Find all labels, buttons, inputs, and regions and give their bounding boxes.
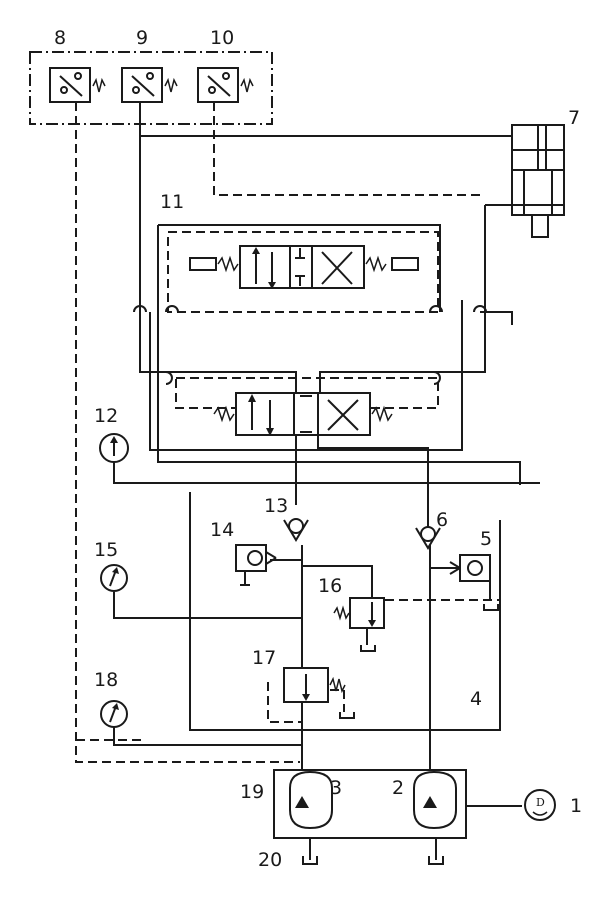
sequence-valve-16 xyxy=(333,597,385,652)
electric-motor-1 xyxy=(524,789,556,821)
pilot-valve-10 xyxy=(197,67,254,103)
label-15: 15 xyxy=(94,539,118,561)
pressure-gauge-18 xyxy=(100,700,128,728)
pilot-lines xyxy=(75,102,501,763)
label-13: 13 xyxy=(264,495,288,517)
label-12: 12 xyxy=(94,405,118,427)
label-1: 1 xyxy=(570,795,582,817)
label-2: 2 xyxy=(392,777,404,799)
label-18: 18 xyxy=(94,669,118,691)
label-6: 6 xyxy=(436,509,448,531)
relief-valve-14 xyxy=(235,544,277,586)
solenoid-directional-valve-11 xyxy=(167,231,439,313)
pilot-valve-9 xyxy=(121,67,178,103)
pump-3 xyxy=(289,770,333,830)
label-5: 5 xyxy=(480,528,492,550)
motor-symbol: D xyxy=(536,796,545,809)
main-directional-valve xyxy=(175,377,439,436)
label-16: 16 xyxy=(318,575,342,597)
label-7: 7 xyxy=(568,107,580,129)
label-8: 8 xyxy=(54,27,66,49)
pressure-gauge-15 xyxy=(100,564,128,592)
pilot-valve-enclosure xyxy=(29,51,273,125)
valve-17 xyxy=(283,667,355,719)
label-14: 14 xyxy=(210,519,234,541)
pressure-gauge-12 xyxy=(99,433,129,463)
label-19: 19 xyxy=(240,781,264,803)
valve-11-pilot-frame xyxy=(167,231,439,313)
pilot-valve-group xyxy=(29,51,273,125)
relief-valve-5 xyxy=(449,554,499,611)
pilot-valve-8 xyxy=(49,67,106,103)
pump-2 xyxy=(413,770,457,830)
check-valve-6 xyxy=(415,526,441,550)
label-9: 9 xyxy=(136,27,148,49)
label-3: 3 xyxy=(330,777,342,799)
label-10: 10 xyxy=(210,27,234,49)
label-11: 11 xyxy=(160,191,184,213)
label-17: 17 xyxy=(252,647,276,669)
label-4: 4 xyxy=(470,688,482,710)
hydraulic-cylinder-7 xyxy=(511,124,565,238)
check-valve-13 xyxy=(283,518,309,542)
label-20: 20 xyxy=(258,849,282,871)
pump-unit-19 xyxy=(273,769,467,865)
